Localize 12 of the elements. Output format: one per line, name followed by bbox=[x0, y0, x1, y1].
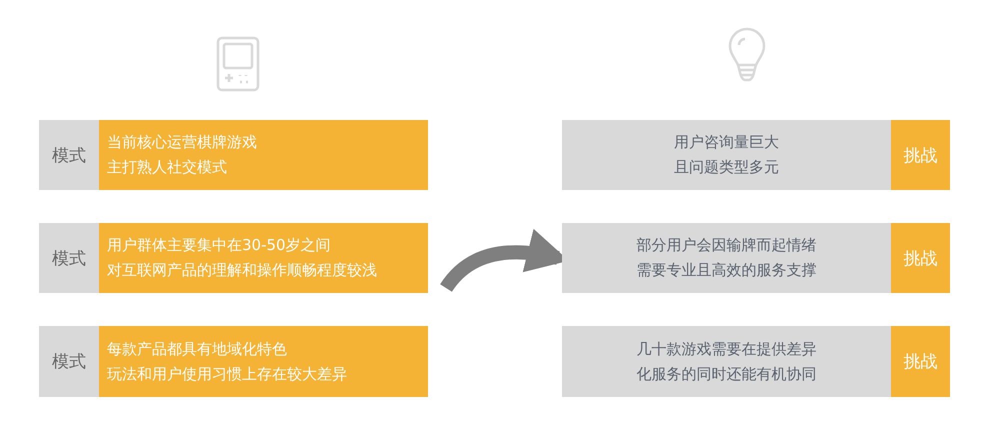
text-box: 部分用户会因输牌而起情绪需要专业且高效的服务支撑 bbox=[562, 223, 891, 293]
text-box: 每款产品都具有地域化特色玩法和用户使用习惯上存在较大差异 bbox=[99, 326, 428, 397]
label-box: 挑战 bbox=[891, 326, 950, 397]
label-box: 挑战 bbox=[891, 223, 950, 293]
label-box: 挑战 bbox=[891, 120, 950, 190]
text-box: 当前核心运营棋牌游戏主打熟人社交模式 bbox=[99, 120, 428, 190]
label-box: 模式 bbox=[39, 120, 99, 190]
text-box: 用户咨询量巨大且问题类型多元 bbox=[562, 120, 891, 190]
label-box: 模式 bbox=[39, 326, 99, 397]
text-box: 几十款游戏需要在提供差异化服务的同时还能有机协同 bbox=[562, 326, 891, 397]
label-box: 模式 bbox=[39, 223, 99, 293]
text-box: 用户群体主要集中在30-50岁之间对互联网产品的理解和操作顺畅程度较浅 bbox=[99, 223, 428, 293]
